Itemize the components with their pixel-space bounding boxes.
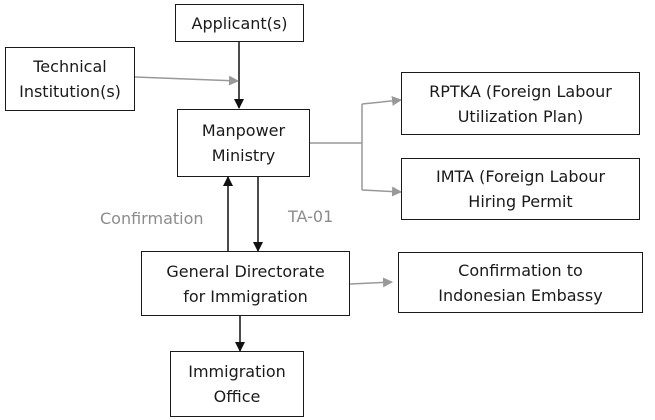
imta-box: IMTA (Foreign Labour Hiring Permit: [401, 158, 640, 220]
immigration-office-label: Immigration Office: [188, 362, 286, 406]
rptka-box: RPTKA (Foreign Labour Utilization Plan): [401, 72, 640, 135]
technical-institutions-label: Technical Institution(s): [19, 57, 121, 101]
ta01-edge-label: TA-01: [288, 207, 334, 226]
embassy-confirmation-label: Confirmation to Indonesian Embassy: [438, 260, 603, 305]
imta-label: IMTA (Foreign Labour Hiring Permit: [435, 167, 606, 211]
arrow-to-rptka: [361, 95, 402, 106]
technical-institutions-box: Technical Institution(s): [5, 47, 135, 111]
embassy-confirmation-box: Confirmation to Indonesian Embassy: [398, 252, 643, 313]
arrow-technical-to-line: [134, 75, 239, 86]
general-directorate-immigration-label: General Directorate for Immigration: [166, 261, 325, 306]
manpower-ministry-box: Manpower Ministry: [177, 109, 310, 177]
rptka-label: RPTKA (Foreign Labour Utilization Plan): [429, 81, 612, 126]
applicants-label: Applicant(s): [191, 13, 288, 33]
arrow-to-embassy: [349, 277, 393, 288]
confirmation-edge-label: Confirmation: [100, 209, 204, 228]
general-directorate-immigration-box: General Directorate for Immigration: [141, 251, 350, 316]
branch-connector: [310, 104, 363, 190]
applicants-box: Applicant(s): [175, 4, 304, 42]
manpower-ministry-label: Manpower Ministry: [201, 121, 286, 165]
arrow-to-imta: [361, 186, 402, 197]
immigration-office-box: Immigration Office: [170, 351, 304, 417]
